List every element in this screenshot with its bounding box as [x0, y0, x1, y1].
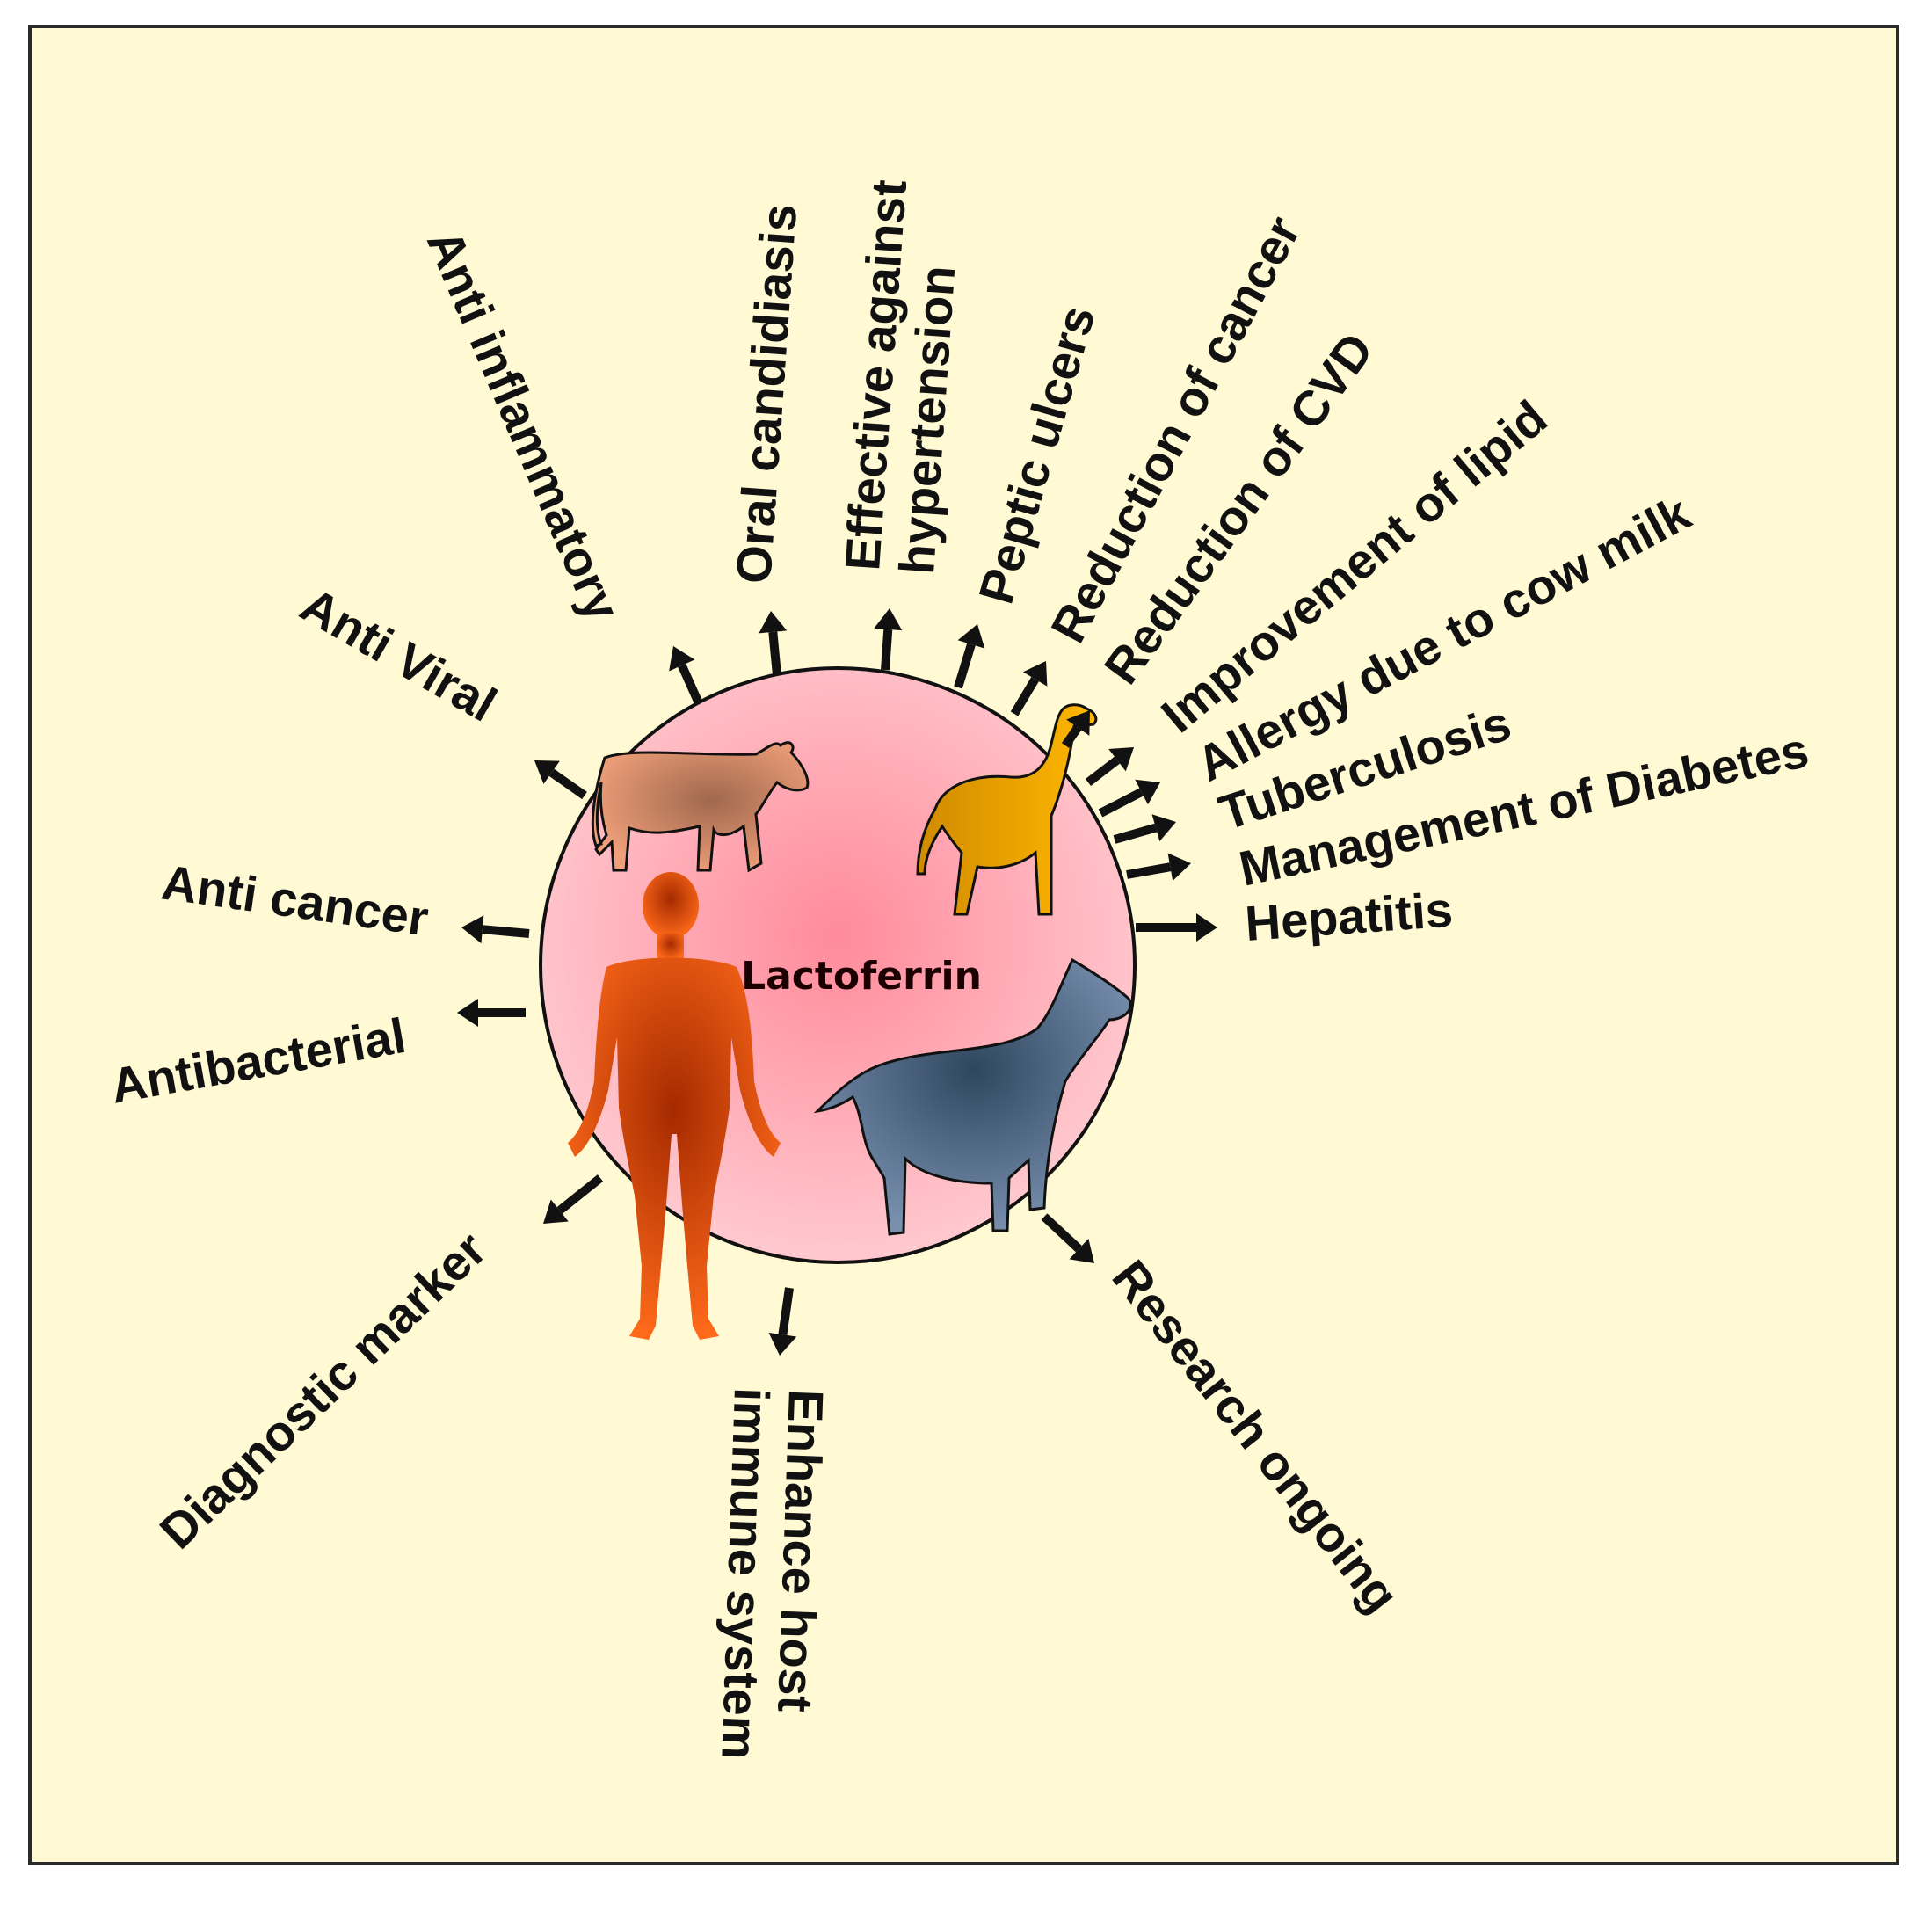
arrow-anti-viral: [534, 760, 587, 800]
arrows-layer: [457, 608, 1217, 1356]
arrow-reduction-cvd: [1061, 710, 1090, 748]
arrow-hepatitis: [1136, 913, 1217, 942]
arrow-diabetes: [1126, 853, 1191, 881]
arrow-immune-system: [768, 1287, 797, 1356]
arrow-oral-candidiasis: [759, 611, 788, 676]
benefit-label-line: Enhance host: [767, 1389, 834, 1713]
arrow-allergy-cow-milk: [1098, 779, 1160, 818]
goat-icon: [813, 957, 1132, 1236]
lactoferrin-label: Lactoferrin: [741, 954, 982, 999]
camel-icon: [916, 703, 1098, 916]
human-icon: [568, 872, 781, 1340]
arrow-improvement-lipid: [1085, 747, 1134, 786]
arrow-diagnostic-marker: [543, 1174, 604, 1224]
arrow-tuberculosis: [1113, 814, 1176, 844]
arrow-research-ongoing: [1041, 1213, 1094, 1263]
benefit-label-immune-system: Enhance hostimmune system: [711, 1386, 834, 1762]
benefit-label-hypertension: Effective againsthypertension: [834, 178, 971, 576]
arrow-peptic-ulcers: [954, 624, 985, 689]
arrow-antibacterial: [457, 999, 526, 1027]
benefit-label-line: immune system: [711, 1386, 780, 1760]
arrow-reduction-cancer: [1010, 661, 1048, 716]
arrow-anti-cancer: [461, 915, 530, 944]
arrow-anti-inflammatory: [669, 646, 703, 706]
arrow-hypertension: [874, 608, 903, 671]
cow-icon: [591, 741, 810, 873]
